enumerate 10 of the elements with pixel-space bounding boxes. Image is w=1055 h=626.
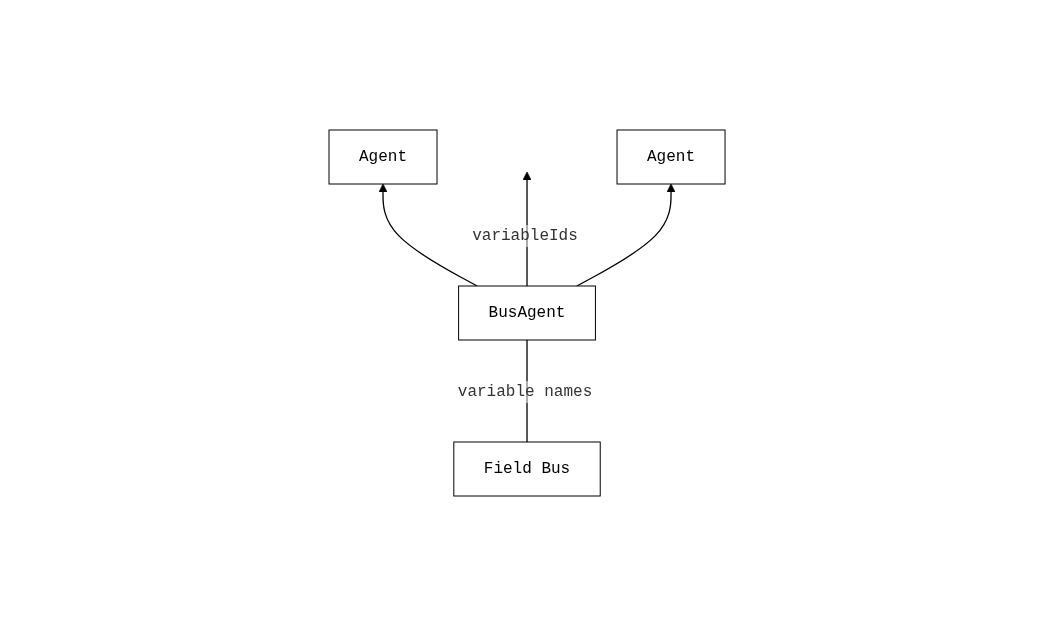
node-box: Agent	[329, 129, 438, 185]
arrow	[379, 183, 479, 287]
arrow	[523, 171, 532, 287]
node-box: BusAgent	[458, 285, 597, 341]
edge-label: variable names	[458, 383, 593, 401]
node-box: Agent	[617, 129, 726, 185]
edge-label: variableIds	[472, 227, 579, 245]
node-box: Field Bus	[453, 441, 602, 497]
connector	[526, 339, 529, 443]
arrow	[576, 183, 676, 287]
